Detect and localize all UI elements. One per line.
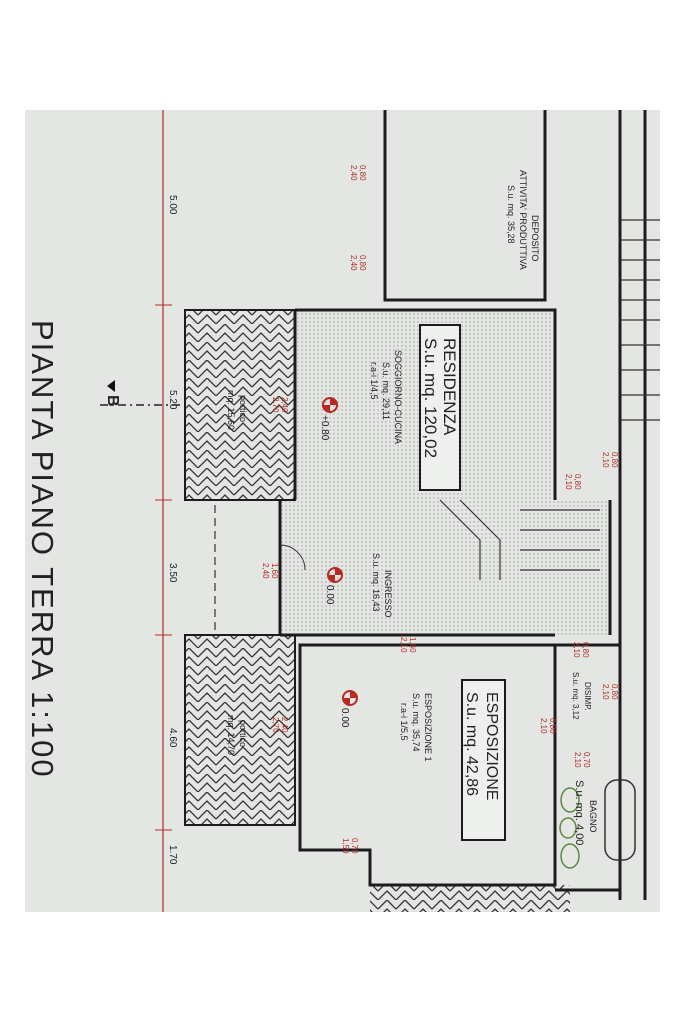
sanitary-fixtures-icon	[559, 787, 580, 869]
soggiorno-name: SOGGIORNO-CUCINA	[393, 350, 403, 444]
deposito-name: DEPOSITO	[530, 215, 540, 261]
opening-width: 1,60	[270, 563, 279, 579]
opening-width: 1,60	[408, 637, 417, 653]
opening-height: 2,10	[601, 452, 610, 468]
soggiorno-ratio: r.a-i 1/4,5	[369, 362, 379, 400]
opening-width: 0,80	[548, 718, 557, 734]
portico2-area: mq. 14,70	[226, 715, 236, 755]
disimp-name: DISIMP.	[583, 682, 592, 711]
dimension-label: 3.50	[167, 563, 178, 583]
opening-width: 0,80	[358, 255, 367, 271]
opening-height: 1,50	[341, 838, 350, 854]
dimension-label: 5.20	[167, 390, 178, 410]
opening-height: 2,10	[572, 642, 581, 658]
opening-height: 2,10	[399, 637, 408, 653]
esposizione-area: S.u. mq. 42,86	[463, 692, 480, 796]
opening-height: 2,10	[573, 752, 582, 768]
opening-width: 0,80	[610, 684, 619, 700]
esposizione1-name: ESPOSIZIONE 1	[423, 693, 433, 762]
residenza-walls	[293, 308, 557, 500]
deposito-area: S.u. mq. 35,28	[506, 185, 516, 244]
opening-height: 2,70	[271, 717, 280, 733]
drawing-title: PIANTA PIANO TERRA 1:100	[25, 320, 60, 779]
opening-width: 0,80	[610, 452, 619, 468]
opening-width: 2,40	[280, 397, 289, 413]
portico-1	[184, 309, 296, 501]
esposizione1-area: S.u. mq. 35,74	[411, 693, 421, 752]
residenza-area: S.u. mq. 120,02	[421, 338, 440, 458]
dimension-label: 5.00	[167, 195, 178, 215]
ingresso-walls	[278, 500, 612, 637]
soggiorno-area: S.u. mq. 29,11	[381, 362, 391, 420]
opening-height: 2,10	[564, 474, 573, 490]
opening-height: 2,40	[261, 563, 270, 579]
outer-walls	[618, 110, 647, 900]
portico-2	[184, 634, 296, 826]
opening-height: 2,70	[271, 397, 280, 413]
bathtub-icon	[604, 779, 636, 861]
opening-width: 2,40	[280, 717, 289, 733]
residenza-label-box	[419, 324, 461, 491]
opening-width: 0,80	[581, 642, 590, 658]
dimension-label: 4.60	[167, 728, 178, 748]
bagno-area: S.u. mq. 4,00	[573, 780, 585, 845]
opening-height: 2,40	[349, 255, 358, 271]
opening-width: 0,80	[358, 165, 367, 181]
opening-height: 2,40	[349, 165, 358, 181]
bagno-name: BAGNO	[588, 800, 598, 833]
opening-width: 0,70	[582, 752, 591, 768]
ingresso-area: S.u. mq. 16,43	[371, 553, 381, 612]
portico1-area: mq. 15,60	[226, 390, 236, 430]
disimp-area: S.u. mq. 3,12	[571, 672, 580, 720]
opening-height: 2,10	[539, 718, 548, 734]
lower-paving	[370, 885, 570, 912]
door-swing	[279, 544, 306, 571]
portico1-name: portico	[238, 395, 248, 422]
opening-width: 0,80	[573, 474, 582, 490]
section-marker: B	[104, 395, 121, 407]
opening-width: 0,70	[350, 838, 359, 854]
section-arrow-icon	[107, 380, 115, 392]
portico2-name: portico	[238, 720, 248, 747]
deposito-use: ATTIVITA' PRODUTTIVA	[518, 170, 528, 270]
opening-height: 2,10	[601, 684, 610, 700]
residenza-title: RESIDENZA	[440, 338, 459, 436]
elevation-label: 0.00	[339, 708, 350, 728]
esposizione-label-box	[461, 679, 506, 841]
ingresso-name: INGRESSO	[383, 570, 393, 618]
dimension-label: 1.70	[167, 845, 178, 865]
stairs	[439, 219, 660, 580]
elevation-label: +0.80	[319, 415, 330, 441]
elevation-label: 0.00	[324, 585, 335, 605]
esposizione-title: ESPOSIZIONE	[483, 692, 500, 800]
esposizione1-ratio: r.a-i 1/5,5	[399, 703, 409, 741]
elevation-marker-icon	[322, 397, 358, 706]
ingresso-room	[280, 500, 610, 635]
deposito-walls	[383, 110, 547, 302]
